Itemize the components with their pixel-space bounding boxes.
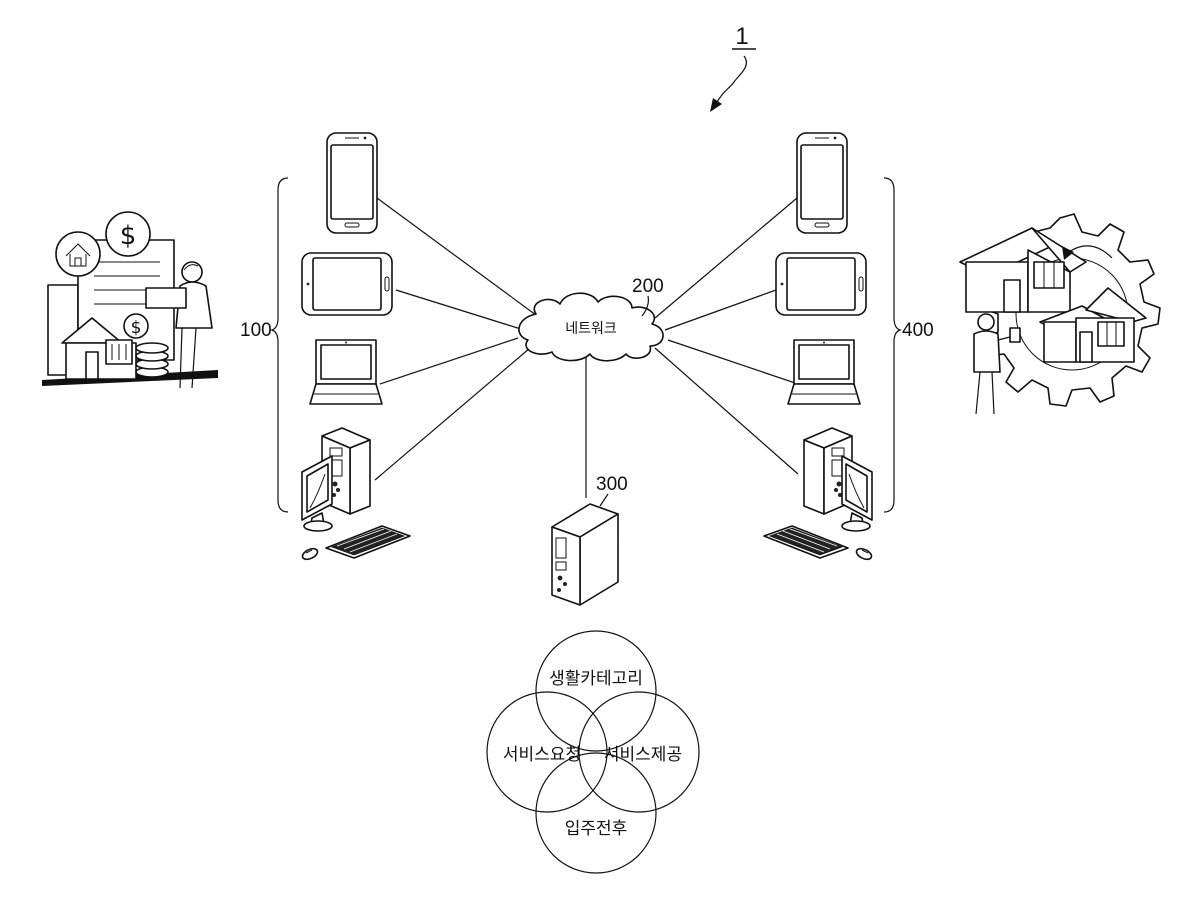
arrow-head-icon	[710, 98, 722, 112]
laptop-icon	[310, 340, 382, 404]
user-terminal-group: 100	[240, 133, 410, 561]
tablet-icon	[776, 253, 866, 315]
venn-label-bottom: 입주전후	[565, 819, 628, 839]
venn-label-right: 서비스제공	[604, 745, 682, 765]
network-label: 네트워크	[565, 321, 617, 337]
server-ref-label: 300	[596, 474, 628, 495]
smartphone-icon	[797, 133, 847, 233]
laptop-icon	[788, 340, 860, 404]
user-group-ref-label: 100	[240, 320, 272, 341]
venn-circle-top	[536, 631, 656, 751]
svg-text:$: $	[120, 221, 137, 251]
tablet-icon	[302, 253, 392, 315]
provider-terminal-group: 400	[764, 133, 934, 561]
svg-text:$: $	[131, 318, 142, 338]
service-venn-diagram: 생활카테고리 서비스요청 서비스제공 입주전후	[487, 631, 699, 873]
house-finance-user-illustration: $ $	[42, 212, 218, 388]
house-gear-worker-illustration	[960, 214, 1160, 414]
network-ref-label: 200	[632, 276, 664, 297]
venn-label-left: 서비스요청	[503, 745, 581, 765]
venn-label-top: 생활카테고리	[549, 669, 643, 689]
system-ref-label: 1	[735, 23, 748, 50]
venn-circle-bottom	[536, 753, 656, 873]
system-reference: 1	[710, 23, 756, 112]
server-icon: 300	[552, 474, 628, 605]
network-cloud-icon: 네트워크 200	[519, 276, 664, 361]
smartphone-icon	[327, 133, 377, 233]
desktop-computer-icon	[764, 428, 873, 561]
desktop-computer-icon	[301, 428, 410, 561]
provider-group-ref-label: 400	[902, 320, 934, 341]
